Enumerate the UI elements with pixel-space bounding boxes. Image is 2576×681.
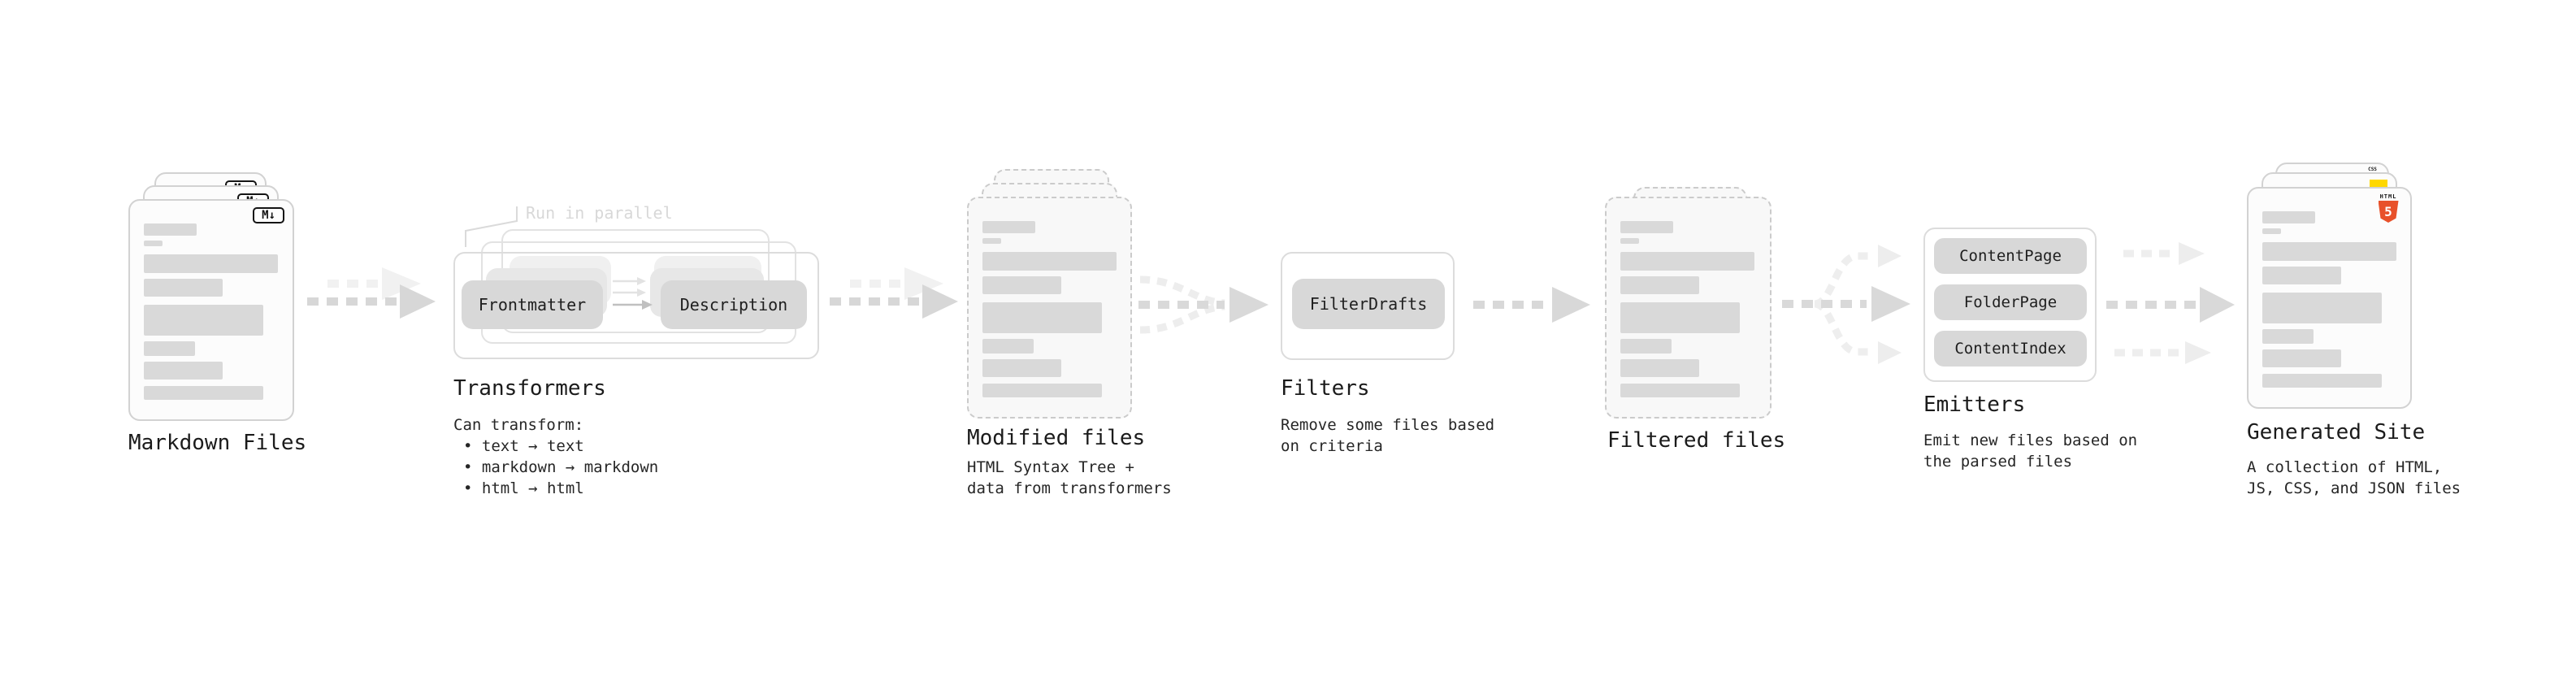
modified-doc-front [967,197,1132,419]
placeholder-bar [2262,267,2341,284]
placeholder-bar [982,359,1061,377]
ghost-arrow [327,267,421,300]
filters-description: Remove some files based on criteria [1281,414,1494,457]
emitters-box [1923,228,2097,382]
diverge-arrow-icon [1782,245,1910,364]
pill-flow-arrows-icon [613,277,653,310]
body-heading: Can transform: [453,416,584,434]
subtitle-line: data from transformers [967,479,1172,497]
stage-title-filters: Filters [1281,376,1370,401]
filters-box [1281,252,1455,360]
placeholder-bar [144,386,263,400]
markdown-doc-front: M↓ [128,199,294,421]
generated-site-description: A collection of HTML, JS, CSS, and JSON … [2247,457,2461,499]
placeholder-bar [1620,384,1740,397]
transformer-pill-frontmatter: Frontmatter [462,280,603,329]
placeholder-bar [982,252,1117,271]
placeholder-bar [982,276,1061,294]
stage-title-modified-files: Modified files [967,426,1146,450]
stage-title-transformers: Transformers [453,376,606,401]
emitter-pill-folderpage: FolderPage [1934,284,2087,320]
placeholder-bar [144,279,223,297]
subtitle-line: JS, CSS, and JSON files [2247,479,2461,497]
html5-icon-label: HTML [2379,193,2397,200]
placeholder-bar [2262,228,2281,234]
doc-content-placeholder [130,201,293,419]
filtered-doc-front [1605,197,1772,419]
run-in-parallel-annotation: Run in parallel [526,203,673,223]
placeholder-bar [144,341,195,356]
markdown-icon: M↓ [253,207,284,223]
placeholder-bar [144,362,223,380]
placeholder-bar [144,241,163,246]
placeholder-bar [1620,302,1740,333]
converge-arrow-icon [1138,275,1268,334]
subtitle-line: HTML Syntax Tree + [967,458,1134,476]
site-doc-html: HTML 5 [2247,187,2412,409]
placeholder-bar [144,223,197,236]
subtitle-line: Emit new files based on [1923,432,2138,449]
subtitle-line: on criteria [1281,437,1383,455]
placeholder-bar [982,384,1102,397]
stage-title-markdown-files: Markdown Files [128,431,307,455]
flow-arrow-icon [1473,287,1590,323]
subtitle-line: Remove some files based [1281,416,1495,434]
html5-icon-number: 5 [2384,204,2392,219]
stage-title-filtered-files: Filtered files [1607,428,1786,453]
main-arrow [830,284,958,319]
placeholder-bar [1620,238,1639,244]
placeholder-bar [1620,276,1699,294]
html5-icon: HTML 5 [2374,193,2402,223]
emitters-description: Emit new files based on the parsed files [1923,430,2137,472]
placeholder-bar [1620,339,1672,354]
placeholder-bar [2262,293,2382,323]
placeholder-bar [144,305,263,336]
stage-title-generated-site: Generated Site [2247,420,2426,445]
bullet-item: • text → text [463,437,584,455]
emitter-pill-contentindex: ContentIndex [1934,331,2087,367]
modified-files-description: HTML Syntax Tree + data from transformer… [967,457,1172,499]
subtitle-line: the parsed files [1923,453,2073,471]
bullet-item: • markdown → markdown [463,458,659,476]
stage-title-emitters: Emitters [1923,393,2026,417]
placeholder-bar [2262,211,2315,223]
placeholder-bar [1620,252,1754,271]
subtitle-line: A collection of HTML, [2247,458,2443,476]
filter-pill-filterdrafts: FilterDrafts [1292,279,1445,329]
placeholder-bar [1620,221,1673,233]
main-arrow [307,284,436,319]
annotation-callout-line [465,206,518,247]
css-icon-label: CSS [2368,167,2377,172]
ghost-arrow [850,267,943,300]
doc-content-placeholder [969,198,1130,417]
placeholder-bar [982,339,1034,354]
emitter-pill-contentpage: ContentPage [1934,238,2087,274]
doc-content-placeholder [1607,198,1770,417]
doc-content-placeholder [2249,189,2410,407]
transformers-description: Can transform: • text → text • markdown … [453,414,658,499]
triple-arrow-icon [2106,242,2235,364]
flow-arrow-icon [307,267,436,319]
placeholder-bar [2262,349,2341,367]
flow-arrow-icon [830,267,958,319]
placeholder-bar [982,238,1001,244]
placeholder-bar [2262,374,2382,388]
placeholder-bar [982,302,1102,333]
transformer-pill-description: Description [661,280,807,329]
transformer-run-box-front [453,252,819,359]
placeholder-bar [982,221,1035,233]
placeholder-bar [2262,329,2314,344]
placeholder-bar [2262,242,2396,261]
placeholder-bar [1620,359,1699,377]
bullet-item: • html → html [463,479,584,497]
placeholder-bar [144,254,278,273]
